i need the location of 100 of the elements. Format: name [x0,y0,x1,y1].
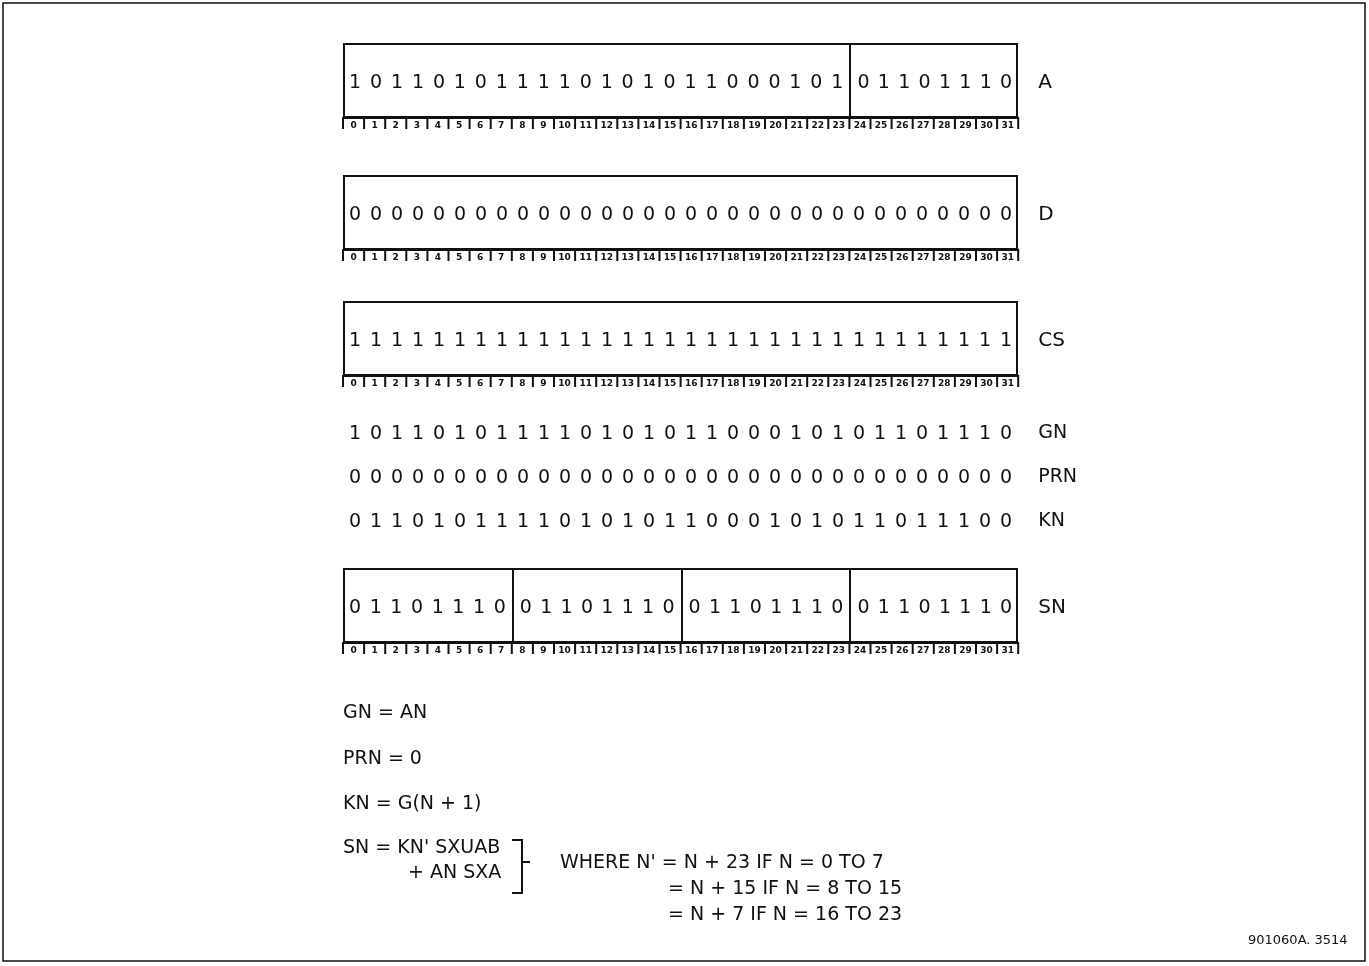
bit-number: 30 [979,645,994,655]
bit-number: 9 [539,120,548,130]
bit-number: 15 [662,120,678,130]
bit-number: 27 [915,120,931,130]
bit-number: 0 [349,378,358,388]
bit-number: 31 [1000,120,1015,130]
bit-number: 31 [1000,645,1015,655]
register-name: SN [1038,594,1066,618]
equation-text: PRN = 0 [343,746,422,768]
bit-field: 0 1 1 0 1 1 1 0 [849,43,1019,119]
bit-number: 31 [1000,252,1015,262]
bit-number: 31 [1000,378,1015,388]
bit-number: 8 [518,252,527,262]
register-name: A [1038,69,1052,93]
bit-number: 26 [894,252,910,262]
bit-number: 22 [810,378,825,388]
bit-string: 0 0 0 0 0 0 0 0 0 0 0 0 0 0 0 0 0 0 0 0 0 0 0 0 0 0 0 0 0 0 0 0 [348,465,1014,487]
bit-number: 27 [915,252,931,262]
bit-number: 5 [454,378,464,388]
bit-number: 30 [979,378,994,388]
bit-number: 19 [747,645,762,655]
bit-number: 20 [768,378,783,388]
bit-number: 4 [433,378,443,388]
bit-number: 8 [518,120,527,130]
bit-number: 22 [810,645,825,655]
bit-number: 15 [662,252,678,262]
bit-field: 0 0 0 0 0 0 0 0 0 0 0 0 0 0 0 0 0 0 0 0 0 0 0 0 0 0 0 0 0 0 0 0 [343,175,1019,251]
bit-number: 12 [599,378,614,388]
bit-number: 19 [747,378,762,388]
bit-number: 3 [412,252,421,262]
bit-number: 7 [497,378,506,388]
bit-number: 20 [768,120,783,130]
bit-number: 25 [873,378,889,388]
bit-number: 15 [662,378,678,388]
bit-number: 28 [937,120,952,130]
bit-number: 28 [937,378,952,388]
bit-number: 27 [915,378,931,388]
bit-number: 18 [726,378,741,388]
figure-number: 901060A. 3514 [1248,932,1348,947]
bit-number: 10 [557,645,572,655]
bit-number: 14 [641,252,657,262]
bit-number: 11 [578,252,593,262]
bit-field: 0 1 1 0 1 1 1 0 [511,568,681,644]
register-name: CS [1038,327,1065,351]
bit-number: 12 [599,120,614,130]
bit-number: 27 [915,645,931,655]
bit-number: 2 [391,252,400,262]
equation-text: = N + 7 IF N = 16 TO 23 [668,902,903,924]
bit-number: 1 [370,378,379,388]
bit-number: 23 [831,645,847,655]
bit-number: 19 [747,120,762,130]
bit-number: 6 [476,120,485,130]
bit-number: 16 [683,645,699,655]
bit-number: 18 [726,645,741,655]
bit-field: 1 0 1 1 0 1 0 1 1 1 1 0 1 0 1 0 1 1 0 0 0 1 0 1 [343,43,850,119]
bit-number: 17 [704,252,720,262]
bit-number: 6 [476,645,485,655]
bit-number: 29 [958,378,973,388]
bit-number: 26 [894,120,910,130]
bit-number: 14 [641,645,657,655]
bit-number: 24 [852,252,868,262]
bit-number: 26 [894,645,910,655]
bit-number: 0 [349,252,358,262]
bit-number: 22 [810,252,825,262]
bit-number: 11 [578,645,593,655]
bit-field: 0 1 1 0 1 1 1 0 [343,568,512,644]
bit-number: 29 [958,120,973,130]
bit-number: 17 [704,120,720,130]
bit-number: 21 [789,645,804,655]
bit-number: 9 [539,645,548,655]
bit-number: 1 [370,645,379,655]
bit-number: 20 [768,645,783,655]
bit-number: 2 [391,120,400,130]
bit-number: 25 [873,252,889,262]
bit-number: 0 [349,120,358,130]
bit-number: 25 [873,645,889,655]
bit-number: 12 [599,645,614,655]
bit-number: 29 [958,252,973,262]
bit-string: 0 1 1 0 1 0 1 1 1 1 0 1 0 1 0 1 1 0 0 0 1 0 1 0 1 1 0 1 1 1 0 0 [348,509,1014,531]
bit-number: 25 [873,120,889,130]
register-name: KN [1038,508,1065,530]
bit-number: 21 [789,120,804,130]
bit-number: 16 [683,252,699,262]
bit-number: 28 [937,252,952,262]
bit-number: 6 [476,378,485,388]
bit-number: 18 [726,252,741,262]
bit-number: 21 [789,378,804,388]
bit-number: 17 [704,645,720,655]
bit-number: 13 [620,252,636,262]
bit-number: 23 [831,378,847,388]
bit-number: 7 [497,120,506,130]
bit-number: 4 [433,252,443,262]
bit-number: 2 [391,645,400,655]
bit-number: 13 [620,378,636,388]
bit-number: 13 [620,120,636,130]
bit-number: 30 [979,120,994,130]
register-name: PRN [1038,464,1078,486]
bit-number: 13 [620,645,636,655]
equation-text: WHERE N' = N + 23 IF N = 0 TO 7 [560,850,884,872]
bit-number: 3 [412,645,421,655]
